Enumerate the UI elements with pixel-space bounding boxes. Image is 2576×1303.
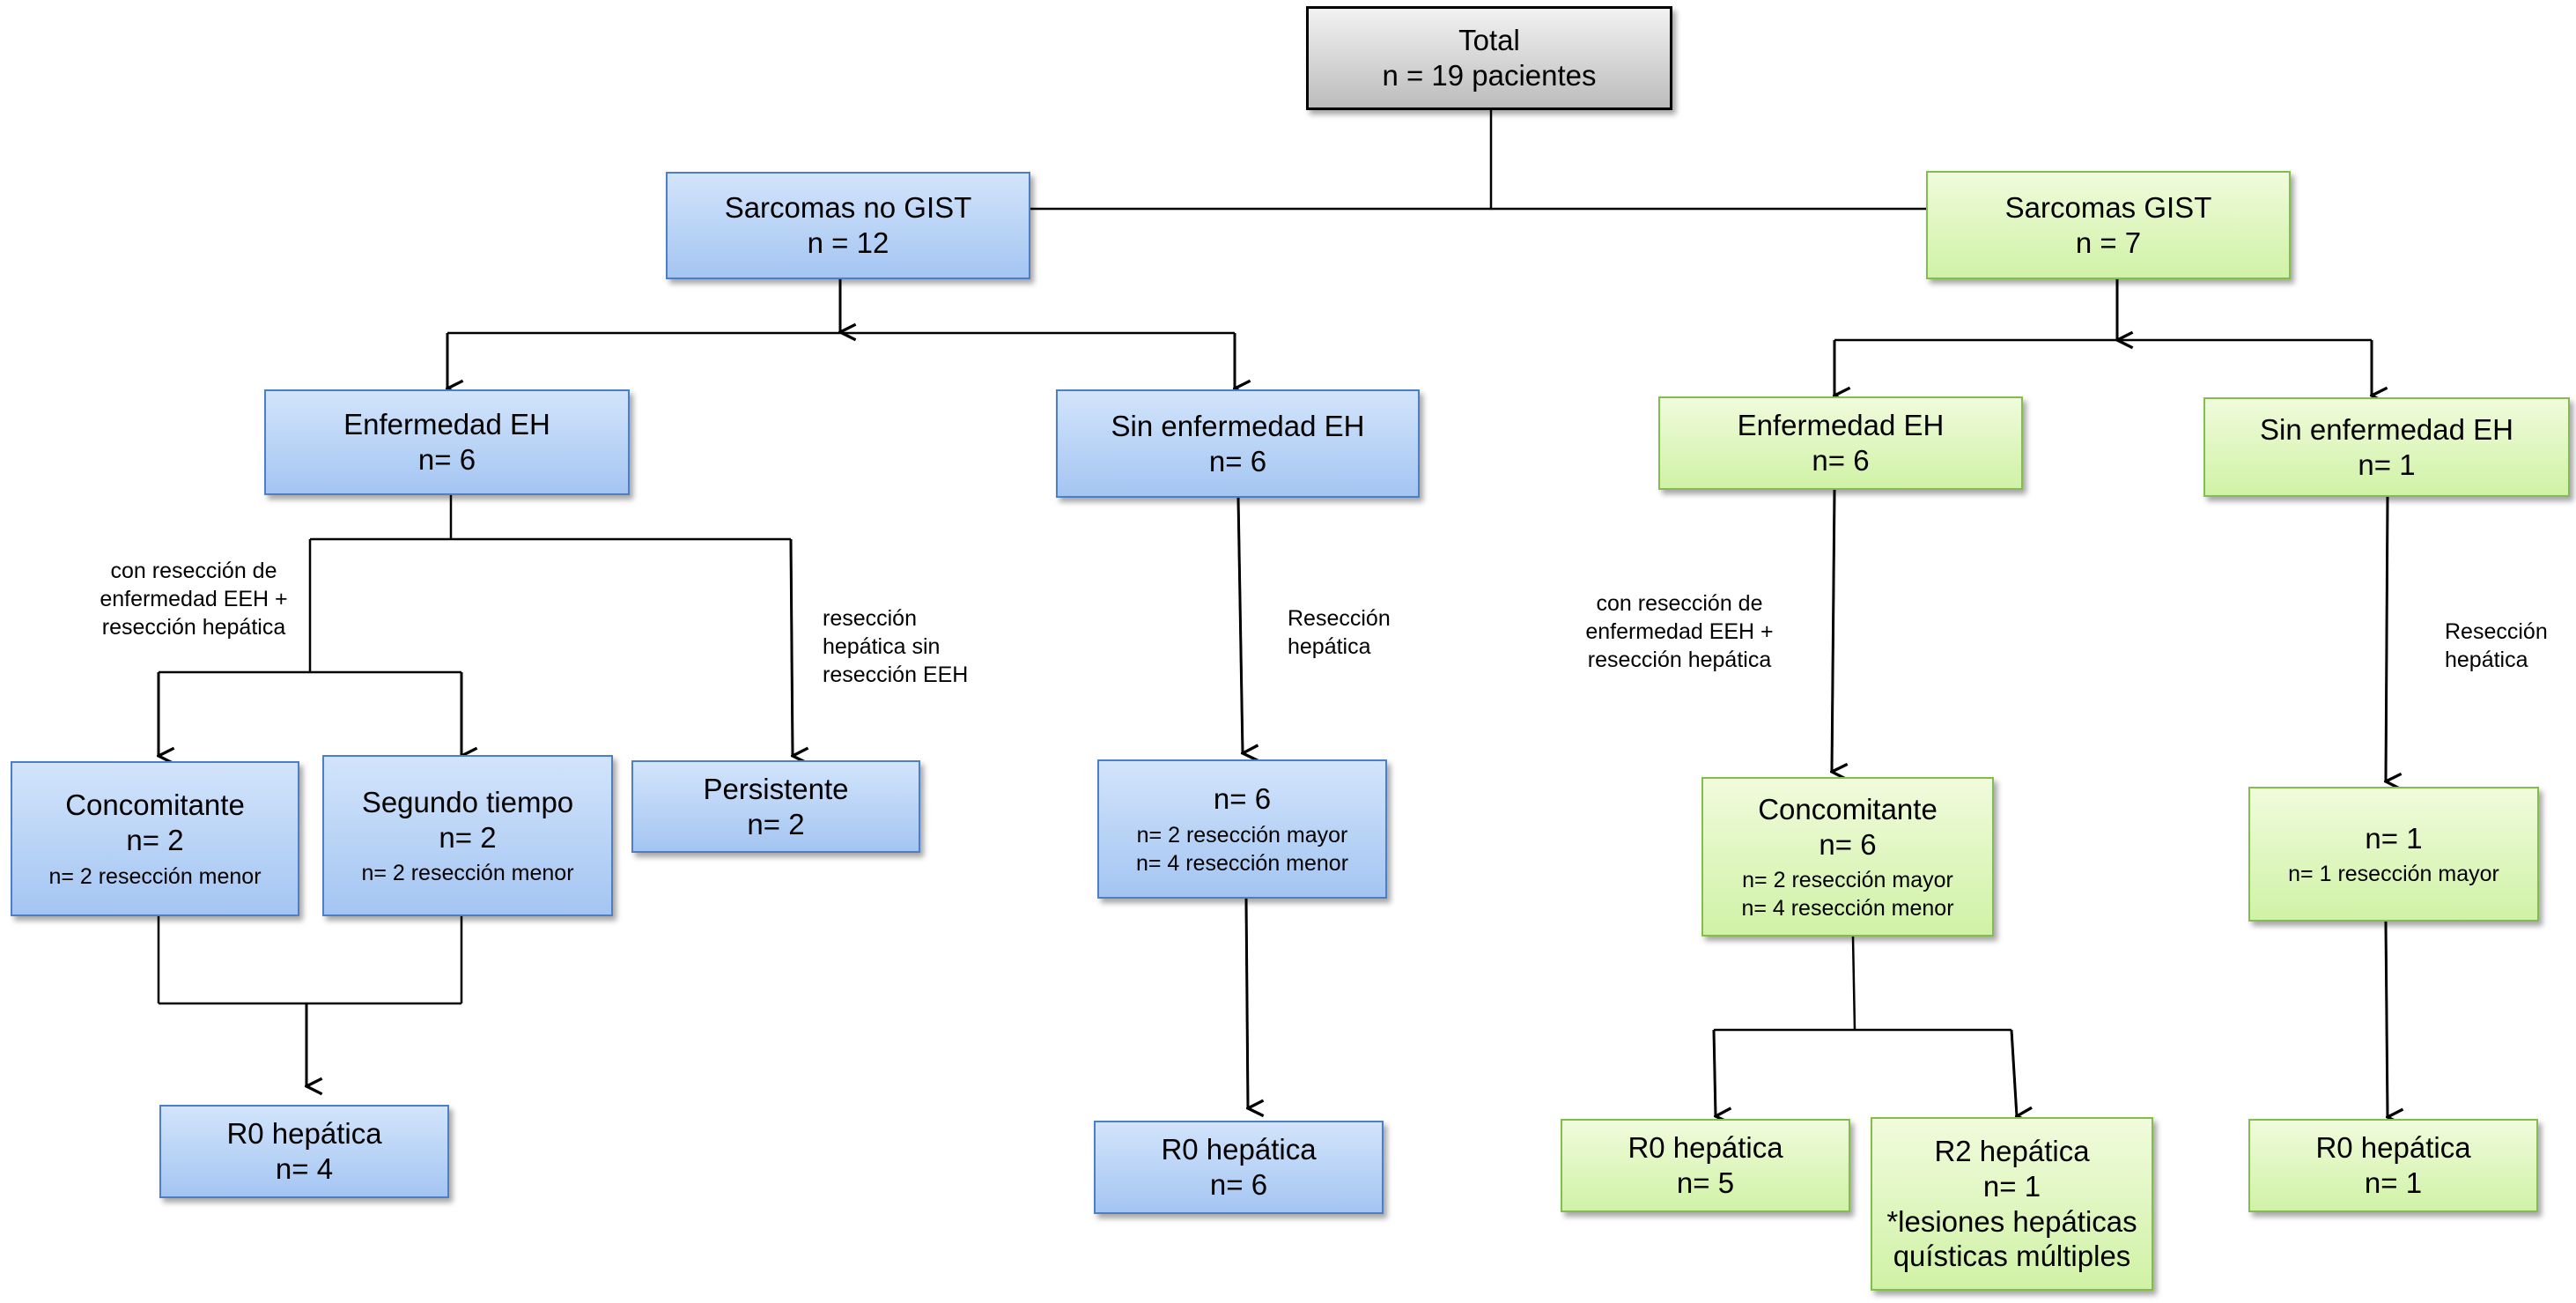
node-detail: n= 2 resección menor (361, 861, 574, 886)
node-count: n= 1 (2358, 448, 2416, 481)
node-detail: n= 4 resección menor (1741, 896, 1954, 922)
node-title: Persistente (703, 772, 849, 805)
node-count: n = 7 (2075, 226, 2142, 259)
node-title: R2 hepática (1934, 1135, 2090, 1168)
node-title: Concomitante (65, 788, 245, 822)
note-line: Resección (2445, 619, 2548, 644)
note-line: resección EEH (823, 663, 969, 687)
note-line: resección hepática (1587, 648, 1772, 672)
node-gist-concomitante: Concomitante n= 6 n= 2 resección mayor n… (1701, 777, 1994, 937)
note-liver-resection-gist: Resección hepática (2445, 618, 2568, 674)
note-line: Resección (1288, 606, 1391, 631)
node-concomitante: Concomitante n= 2 n= 2 resección menor (11, 761, 299, 916)
note-line: con resección de (110, 559, 277, 583)
note-combined-resection-gist: con resección de enfermedad EEH + resecc… (1543, 589, 1816, 674)
node-persistente: Persistente n= 2 (631, 760, 920, 853)
note-line: resección hepática (101, 615, 286, 640)
node-footnote: *lesiones hepáticas (1886, 1204, 2137, 1238)
node-footnote: quísticas múltiples (1893, 1240, 2131, 1273)
node-count: n= 5 (1676, 1166, 1735, 1199)
node-detail: n= 2 resección menor (48, 863, 262, 889)
note-persistent-resection: resección hepática sin resección EEH (823, 604, 999, 689)
node-count: n= 6 (1819, 827, 1877, 861)
node-total: Total n = 19 pacientes (1306, 6, 1672, 110)
node-sarcomas-no-gist: Sarcomas no GIST n = 12 (666, 172, 1030, 279)
node-no-gist-resection-detail: n= 6 n= 2 resección mayor n= 4 resección… (1097, 759, 1387, 899)
node-r0-gist-enfermedad: R0 hepática n= 5 (1561, 1119, 1850, 1212)
node-count: n= 4 (275, 1152, 334, 1185)
node-r0-gist-sin: R0 hepática n= 1 (2248, 1119, 2538, 1212)
node-title: n= 6 (1213, 782, 1272, 816)
node-count: n= 2 (747, 807, 805, 840)
node-title: R0 hepática (1628, 1131, 1783, 1165)
node-title: n= 1 (2365, 821, 2423, 855)
node-detail: n= 1 resección mayor (2288, 862, 2499, 887)
node-count: n= 2 (126, 824, 184, 856)
node-title: Sarcomas no GIST (724, 191, 972, 225)
node-count: n= 1 (1982, 1169, 2041, 1203)
node-segundo-tiempo: Segundo tiempo n= 2 n= 2 resección menor (322, 755, 613, 916)
node-count: n = 19 pacientes (1382, 59, 1597, 92)
node-sarcomas-gist: Sarcomas GIST n = 7 (1926, 171, 2291, 279)
note-line: hepática (2445, 648, 2528, 672)
node-title: Concomitante (1758, 792, 1938, 825)
node-detail: n= 2 resección mayor (1136, 822, 1348, 848)
node-title: Segundo tiempo (361, 785, 574, 818)
note-line: con resección de (1596, 591, 1763, 616)
note-line: hepática (1288, 634, 1371, 659)
node-r0-no-gist-enfermedad: R0 hepática n= 4 (159, 1105, 449, 1198)
node-title: Enfermedad EH (1737, 409, 1945, 442)
node-count: n= 2 (439, 820, 497, 854)
node-gist-enfermedad-eh: Enfermedad EH n= 6 (1658, 396, 2023, 490)
node-count: n= 6 (1812, 444, 1870, 477)
node-title: Sin enfermedad EH (2260, 412, 2513, 446)
note-line: enfermedad EEH + (100, 587, 288, 611)
node-count: n = 12 (807, 226, 889, 259)
note-liver-resection-no-gist: Resección hepática (1288, 604, 1428, 661)
node-r2-gist-enfermedad: R2 hepática n= 1 *lesiones hepáticas quí… (1871, 1117, 2153, 1291)
note-combined-resection-no-gist: con resección de enfermedad EEH + resecc… (57, 557, 330, 641)
node-r0-no-gist-sin: R0 hepática n= 6 (1094, 1121, 1384, 1214)
node-detail: n= 2 resección mayor (1742, 868, 1953, 893)
node-title: Total (1458, 24, 1520, 57)
node-title: R0 hepática (226, 1117, 382, 1151)
node-count: n= 1 (2364, 1166, 2423, 1199)
node-count: n= 6 (1208, 444, 1267, 478)
node-title: Enfermedad EH (343, 408, 550, 441)
node-gist-resection-detail: n= 1 n= 1 resección mayor (2248, 787, 2539, 922)
node-title: Sarcomas GIST (2004, 190, 2212, 224)
node-detail: n= 4 resección menor (1135, 850, 1349, 876)
node-title: R0 hepática (1161, 1133, 1317, 1166)
note-line: enfermedad EEH + (1585, 619, 1774, 644)
node-no-gist-sin-enfermedad-eh: Sin enfermedad EH n= 6 (1056, 389, 1420, 498)
node-no-gist-enfermedad-eh: Enfermedad EH n= 6 (264, 389, 630, 495)
note-line: resección (823, 606, 917, 631)
note-line: hepática sin (823, 634, 941, 659)
node-count: n= 6 (1209, 1168, 1268, 1201)
node-count: n= 6 (417, 443, 476, 476)
node-title: Sin enfermedad EH (1111, 409, 1365, 442)
node-title: R0 hepática (2315, 1131, 2471, 1165)
node-gist-sin-enfermedad-eh: Sin enfermedad EH n= 1 (2203, 397, 2570, 497)
